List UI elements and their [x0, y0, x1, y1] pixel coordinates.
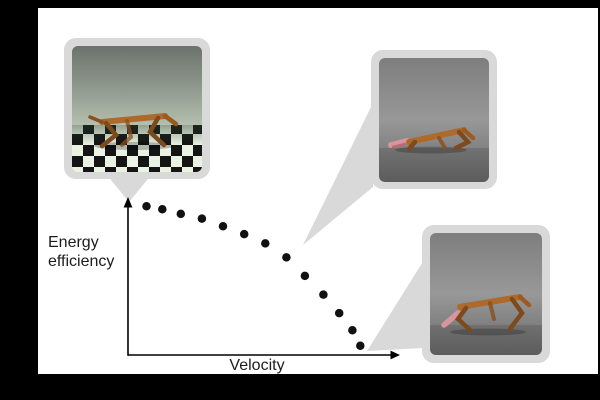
data-point: [218, 222, 228, 231]
thumbnail-cheetah-crouching: [379, 58, 489, 182]
data-point: [197, 214, 207, 223]
data-point: [261, 239, 270, 248]
x-axis-label: Velocity: [229, 357, 285, 374]
cheetah-robot: [441, 294, 532, 336]
data-point: [176, 209, 186, 219]
data-point: [348, 325, 357, 335]
data-point: [356, 341, 365, 350]
data-point: [282, 253, 291, 262]
axes: [123, 197, 400, 360]
y-axis-label-line1: Energy: [48, 234, 99, 251]
data-point: [142, 201, 151, 211]
data-point: [158, 205, 167, 214]
cheetah-robot: [388, 127, 476, 154]
y-axis-arrowhead-icon: [123, 197, 133, 208]
data-point: [334, 308, 344, 318]
cheetah-checkerboard-render: [72, 46, 202, 172]
scatter-points: [142, 201, 365, 350]
x-axis-arrowhead-icon: [390, 350, 400, 360]
data-point: [239, 229, 249, 239]
data-point: [319, 290, 328, 299]
cheetah-robot: [88, 113, 179, 150]
y-axis-label: Energy efficiency: [48, 234, 114, 272]
data-point: [300, 271, 310, 281]
y-axis-label-line2: efficiency: [48, 252, 115, 270]
cheetah-crouching-render: [379, 58, 489, 182]
thumbnail-cheetah-checkerboard: [72, 46, 202, 172]
cheetah-walking-render: [430, 233, 542, 355]
thumbnail-cheetah-walking: [430, 233, 542, 355]
